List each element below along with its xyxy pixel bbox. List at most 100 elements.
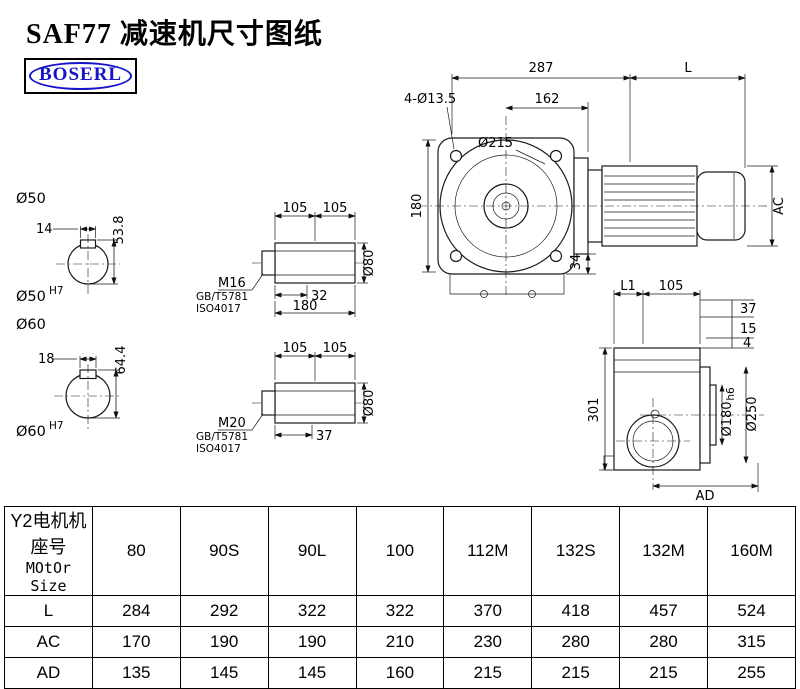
side-dia-250-label: Ø250	[745, 396, 760, 431]
table-cell: 190	[179, 626, 269, 658]
gearbox-side-view: L1 105 37 15 4 301 Ø180 h6 Ø250 AD	[587, 279, 764, 504]
table-corner-header: Y2电机机座号 MOtOr Size	[4, 506, 93, 596]
table-cell: 215	[619, 657, 708, 689]
shaft1-keylen-label: 32	[311, 289, 328, 304]
table-cell: 284	[91, 595, 181, 627]
table-row-AD: AD 135 145 145 160 215 215 215 255	[4, 657, 796, 689]
table-row-L: L 284 292 322 322 370 418 457 524	[4, 595, 796, 627]
shaft2-dim-a-label: 105	[283, 341, 308, 356]
hole2-linework	[52, 356, 122, 430]
hole2-bore-tol-label: H7	[49, 420, 64, 432]
side-dim-105-label: 105	[659, 279, 684, 294]
side-dim-301-label: 301	[587, 398, 602, 423]
motor-size-header: 90S	[179, 506, 269, 596]
table-cell: 210	[355, 626, 445, 658]
table-cell: 230	[443, 626, 533, 658]
hole1-keyheight-label: 53.8	[112, 216, 127, 245]
shaft1-std1-label: GB/T5781	[196, 291, 248, 303]
output-shaft-view-1: 105 105 M16 GB/T5781 ISO4017 32 180 Ø80	[196, 201, 377, 317]
gearbox-front-view: 287 L 4-Ø13.5 162 Ø215 180 34 AC	[404, 61, 787, 298]
shaft2-std2-label: ISO4017	[196, 443, 241, 455]
table-cell: 280	[619, 626, 708, 658]
table-cell: 145	[179, 657, 269, 689]
hole2-keyheight-label: 64.4	[114, 346, 129, 375]
side-dia-180-label: Ø180	[720, 401, 735, 436]
side-dia-180-tol-label: h6	[725, 387, 737, 401]
row-label-AC: AC	[4, 626, 93, 658]
row-label-L: L	[4, 595, 93, 627]
table-cell: 170	[91, 626, 181, 658]
boserl-logo-text: BOSERL	[29, 62, 133, 90]
shaft1-totallen-label: 180	[293, 299, 318, 314]
table-cell: 292	[179, 595, 269, 627]
output-shaft-view-2: 105 105 M20 GB/T5781 ISO4017 37 Ø80	[196, 341, 377, 455]
front-dim-AC-label: AC	[772, 197, 787, 215]
shaft1-dim-b-label: 105	[323, 201, 348, 216]
table-cell: 280	[531, 626, 621, 658]
hole1-bore-tol-label: H7	[49, 285, 64, 297]
shaft2-thread-label: M20	[218, 416, 246, 431]
table-cell: 160	[355, 657, 445, 689]
boserl-logo: BOSERL	[24, 58, 138, 94]
front-dim-34-label: 34	[569, 254, 584, 271]
shaft2-keylen-label: 37	[316, 429, 333, 444]
motor-size-header: 132S	[531, 506, 621, 596]
front-flange-dia-label: Ø215	[478, 136, 513, 151]
front-dim-287-label: 287	[529, 61, 554, 76]
shaft1-std2-label: ISO4017	[196, 303, 241, 315]
table-cell: 315	[707, 626, 796, 658]
front-dim-162-label: 162	[535, 92, 560, 107]
table-cell: 135	[91, 657, 181, 689]
side-dim-4-label: 4	[743, 336, 751, 351]
hole1-linework	[53, 226, 120, 296]
table-cell: 190	[267, 626, 357, 658]
hole2-bore-label: Ø60	[16, 424, 46, 440]
table-cell: 322	[267, 595, 357, 627]
table-cell: 524	[707, 595, 796, 627]
row-label-AD: AD	[4, 657, 93, 689]
motor-size-header: 112M	[443, 506, 533, 596]
shaft2-dia-label: Ø80	[362, 390, 377, 417]
shaft-hole-view-1: Ø50 14 53.8 Ø50 H7	[16, 191, 127, 305]
shaft1-dia-label: Ø80	[362, 250, 377, 277]
motor-size-header: 132M	[619, 506, 708, 596]
front-dim-180-label: 180	[410, 194, 425, 219]
side-dim-L1-label: L1	[620, 279, 636, 294]
motor-size-header: 90L	[267, 506, 357, 596]
drawing-sheet: SAF77 减速机尺寸图纸 BOSERL Ø	[4, 19, 796, 689]
side-dim-15-label: 15	[740, 322, 757, 337]
shaft1-dim-a-label: 105	[283, 201, 308, 216]
motor-size-header: 80	[91, 506, 181, 596]
technical-drawing: Ø50 14 53.8 Ø50 H7 Ø60 18 64.	[16, 61, 787, 504]
hole2-dia-label: Ø60	[16, 317, 46, 333]
motor-size-header: 100	[355, 506, 445, 596]
table-cell: 215	[443, 657, 533, 689]
motor-size-header: 160M	[707, 506, 796, 596]
shaft2-dim-b-label: 105	[323, 341, 348, 356]
motor-size-table: Y2电机机座号 MOtOr Size 80 90S 90L 100 112M 1…	[4, 506, 796, 689]
table-header-row: Y2电机机座号 MOtOr Size 80 90S 90L 100 112M 1…	[4, 506, 796, 596]
table-cell: 418	[531, 595, 621, 627]
table-cell: 322	[355, 595, 445, 627]
table-cell: 457	[619, 595, 708, 627]
front-boltholes-label: 4-Ø13.5	[404, 92, 456, 107]
page-title: SAF77 减速机尺寸图纸	[26, 19, 323, 50]
table-cell: 370	[443, 595, 533, 627]
front-dim-L-label: L	[684, 61, 692, 76]
shaft1-linework	[218, 212, 368, 317]
side-dim-AD-label: AD	[696, 489, 715, 504]
hole1-bore-label: Ø50	[16, 289, 46, 305]
hole2-keywidth-label: 18	[38, 352, 55, 367]
shaft-hole-view-2: Ø60 18 64.4 Ø60 H7	[16, 317, 129, 440]
hole1-dia-label: Ø50	[16, 191, 46, 207]
front-view-linework	[418, 74, 778, 298]
table-cell: 255	[707, 657, 796, 689]
shaft2-std1-label: GB/T5781	[196, 431, 248, 443]
motor-frame-label-cn: Y2电机机座号	[10, 511, 87, 557]
side-view-linework	[599, 290, 764, 492]
table-row-AC: AC 170 190 190 210 230 280 280 315	[4, 626, 796, 658]
table-cell: 215	[531, 657, 621, 689]
shaft1-thread-label: M16	[218, 276, 246, 291]
motor-frame-label-en: MOtOr Size	[25, 559, 72, 595]
hole1-keywidth-label: 14	[36, 222, 53, 237]
